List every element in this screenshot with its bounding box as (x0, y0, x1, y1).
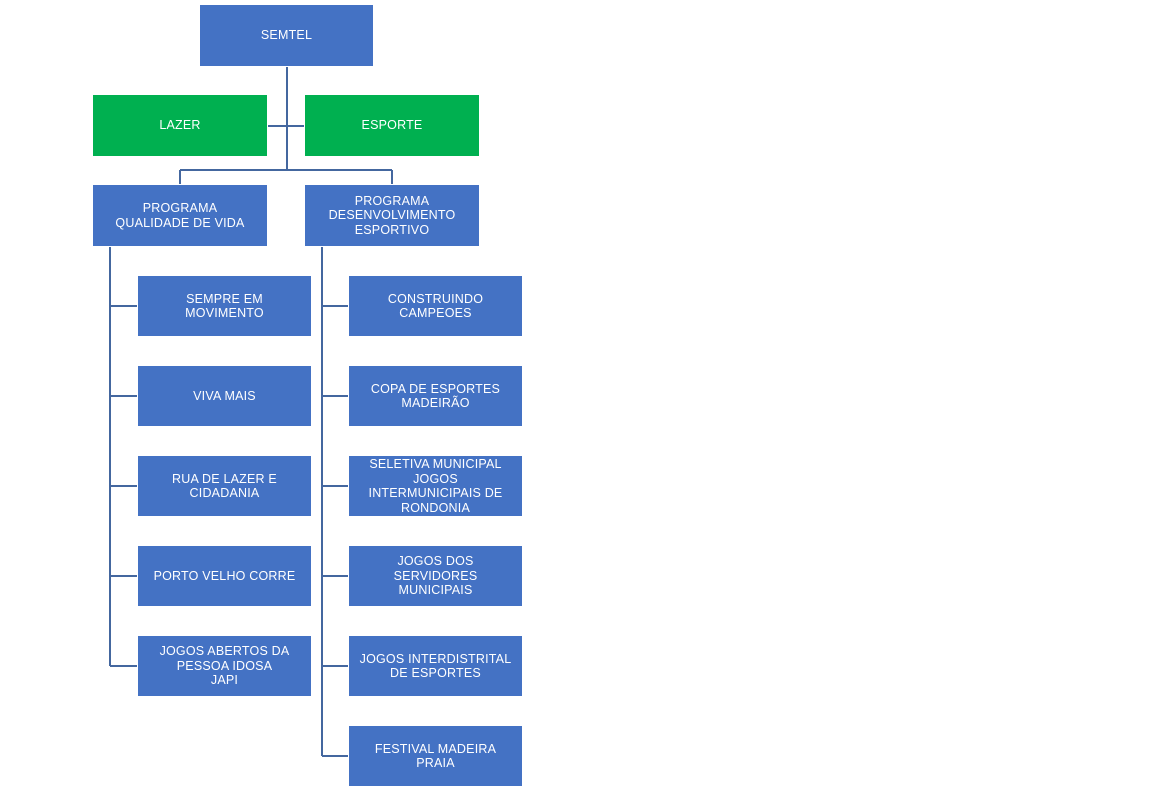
item-jogos-dos-servidores: JOGOS DOS SERVIDORES MUNICIPAIS (348, 545, 523, 607)
root-node-semtel: SEMTEL (199, 4, 374, 67)
item-sempre-em-movimento: SEMPRE EM MOVIMENTO (137, 275, 312, 337)
assistant-node-lazer: LAZER (92, 94, 268, 157)
item-construindo-campeoes: CONSTRUINDO CAMPEOES (348, 275, 523, 337)
item-viva-mais: VIVA MAIS (137, 365, 312, 427)
item-jogos-abertos-japi: JOGOS ABERTOS DA PESSOA IDOSA JAPI (137, 635, 312, 697)
item-jogos-interdistrital: JOGOS INTERDISTRITAL DE ESPORTES (348, 635, 523, 697)
item-festival-madeira-praia: FESTIVAL MADEIRA PRAIA (348, 725, 523, 787)
program-node-desenvolvimento-esportivo: PROGRAMA DESENVOLVIMENTO ESPORTIVO (304, 184, 480, 247)
item-porto-velho-corre: PORTO VELHO CORRE (137, 545, 312, 607)
assistant-node-esporte: ESPORTE (304, 94, 480, 157)
item-rua-de-lazer: RUA DE LAZER E CIDADANIA (137, 455, 312, 517)
item-copa-de-esportes-madeirao: COPA DE ESPORTES MADEIRÃO (348, 365, 523, 427)
program-node-qualidade-de-vida: PROGRAMA QUALIDADE DE VIDA (92, 184, 268, 247)
item-seletiva-municipal: SELETIVA MUNICIPAL JOGOS INTERMUNICIPAIS… (348, 455, 523, 517)
